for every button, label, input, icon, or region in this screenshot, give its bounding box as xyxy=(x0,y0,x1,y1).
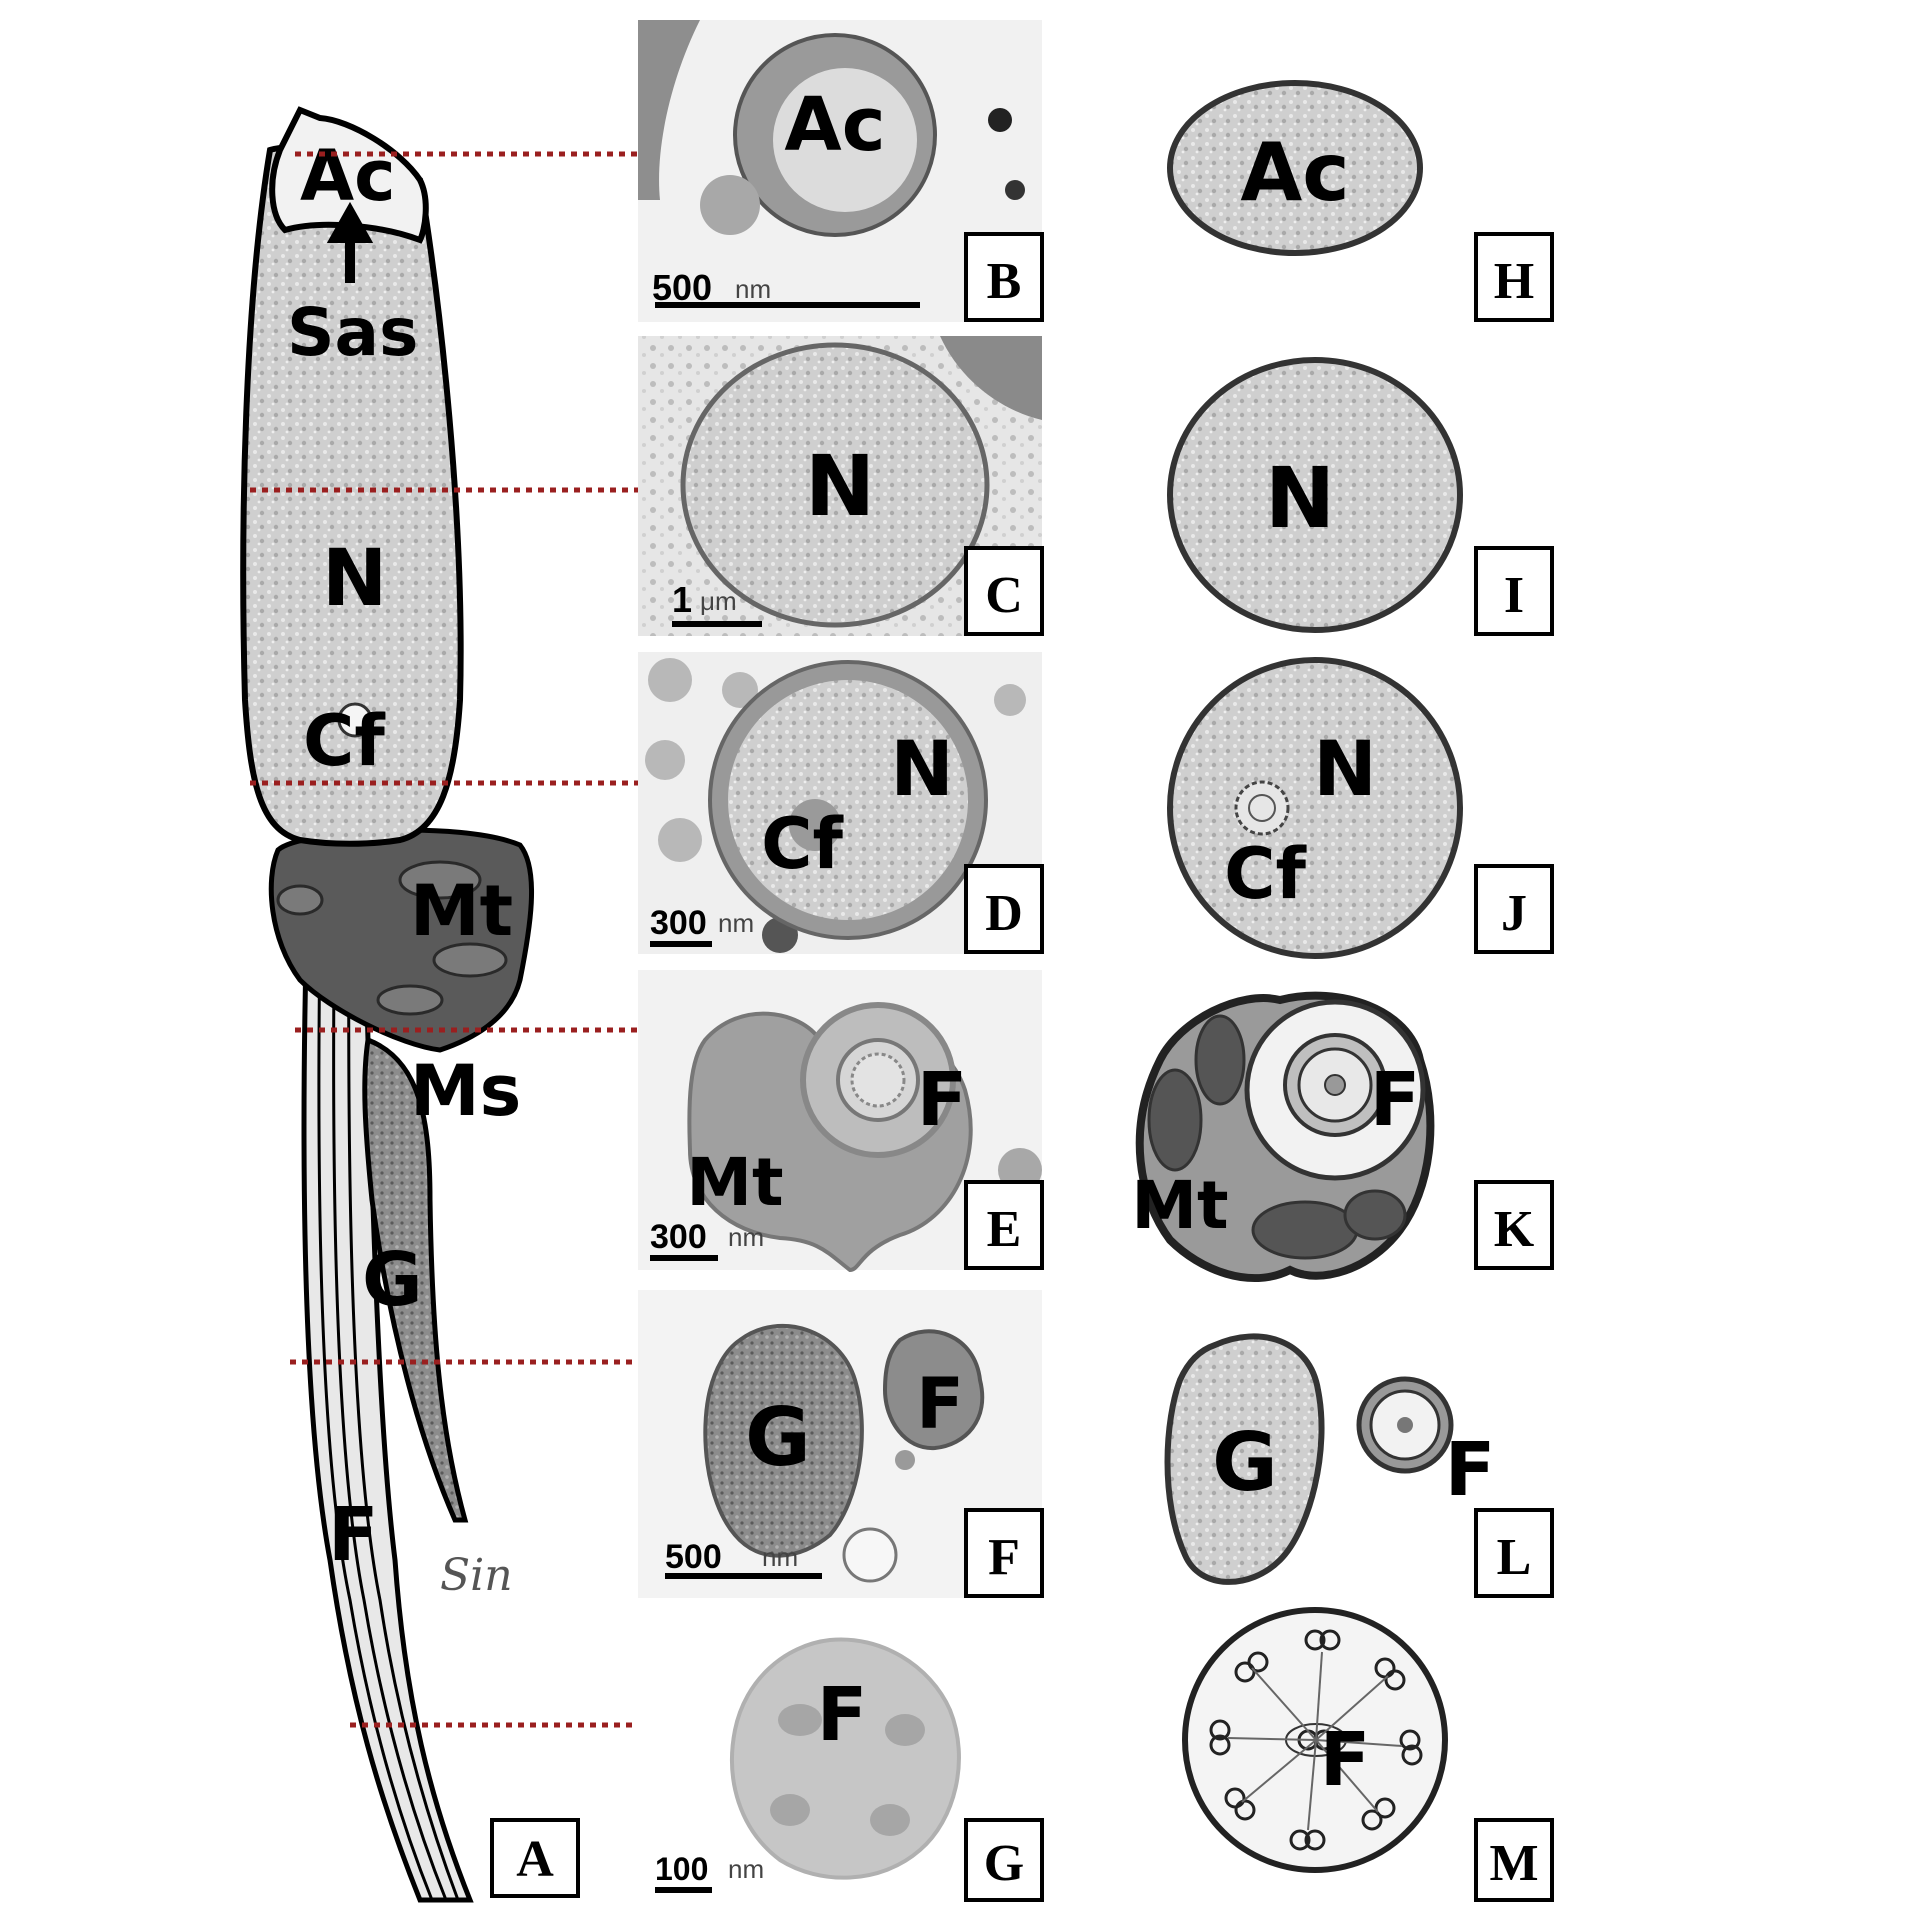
panel-f-tem-principal: G F 500 nm F xyxy=(638,1290,1044,1598)
panel-j-schematic-centriolar: N Cf J xyxy=(1167,657,1554,959)
scale-g-unit: nm xyxy=(728,1854,764,1884)
panel-letter-h: H xyxy=(1494,253,1534,310)
panel-i-schematic-nucleus: N I xyxy=(1167,357,1554,636)
panel-m-schematic-endpiece: F M xyxy=(1182,1607,1554,1902)
axoneme-doublets xyxy=(1209,1629,1423,1851)
label-a-mt: Mt xyxy=(410,870,513,952)
artist-signature: Sin xyxy=(440,1550,513,1601)
label-l-g: G xyxy=(1212,1416,1278,1509)
panel-letter-m: M xyxy=(1489,1835,1538,1892)
scale-e-value: 300 xyxy=(650,1218,707,1256)
panel-k-schematic-midpiece: F Mt K xyxy=(1131,991,1554,1282)
panel-letter-d: D xyxy=(985,885,1023,942)
label-a-f: F xyxy=(328,1492,379,1578)
panel-b-tem-acrosome: Ac 500 nm B xyxy=(638,20,1044,322)
panel-h-schematic-acrosome: Ac H xyxy=(1167,80,1554,322)
label-f-g: G xyxy=(745,1391,811,1484)
panel-letter-a: A xyxy=(516,1831,554,1888)
label-h-ac: Ac xyxy=(1240,126,1349,219)
label-j-n: N xyxy=(1313,724,1377,813)
panel-letter-k: K xyxy=(1494,1201,1535,1258)
label-i-n: N xyxy=(1265,449,1335,547)
panel-a-sperm-drawing: Ac Sas N Cf Mt Ms G F Sin A xyxy=(240,106,580,1903)
label-l-f: F xyxy=(1445,1427,1496,1513)
label-k-f: F xyxy=(1370,1057,1421,1143)
scale-e-unit: nm xyxy=(728,1222,764,1252)
panel-e-tem-midpiece: F Mt 300 nm E xyxy=(638,970,1044,1273)
panel-d-tem-centriolar: N Cf 300 nm D xyxy=(638,652,1044,954)
scale-b-value: 500 xyxy=(652,267,712,308)
level-guide-lines xyxy=(250,151,640,1728)
label-a-ms: Ms xyxy=(410,1050,521,1132)
label-m-f: F xyxy=(1320,1717,1371,1803)
label-d-n: N xyxy=(890,724,954,813)
panel-letter-c: C xyxy=(985,567,1023,624)
sas-arrow-icon xyxy=(326,201,374,283)
scale-c-unit: μm xyxy=(700,586,737,616)
panel-letter-g: G xyxy=(984,1835,1024,1892)
label-a-ac: Ac xyxy=(300,135,396,217)
label-a-cf: Cf xyxy=(303,700,386,782)
label-c-n: N xyxy=(805,437,875,535)
label-f-f: F xyxy=(916,1363,964,1445)
label-e-f: F xyxy=(917,1057,968,1143)
panel-letter-b: B xyxy=(987,253,1022,310)
label-a-n: N xyxy=(322,534,387,624)
label-g-f: F xyxy=(817,1672,868,1758)
label-d-cf: Cf xyxy=(761,803,844,885)
panel-letter-l: L xyxy=(1497,1529,1532,1586)
panel-letter-f: F xyxy=(988,1529,1020,1586)
label-j-cf: Cf xyxy=(1224,833,1307,915)
scale-b-unit: nm xyxy=(735,274,771,304)
label-e-mt: Mt xyxy=(686,1144,783,1221)
scale-g-value: 100 xyxy=(655,1851,708,1887)
scale-d-value: 300 xyxy=(650,904,707,942)
scale-d-unit: nm xyxy=(718,908,754,938)
panel-c-tem-nucleus: N 1 μm C xyxy=(638,336,1044,636)
panel-letter-e: E xyxy=(987,1201,1022,1258)
panel-l-schematic-principal: G F L xyxy=(1164,1333,1554,1598)
glycogen-drawing xyxy=(362,1036,469,1523)
label-k-mt: Mt xyxy=(1131,1167,1228,1244)
panel-letter-i: I xyxy=(1504,567,1524,624)
scale-c-value: 1 xyxy=(672,579,692,620)
scale-f-value: 500 xyxy=(665,1538,722,1576)
label-a-g: G xyxy=(362,1237,423,1323)
label-a-sas: Sas xyxy=(287,294,418,371)
label-b-ac: Ac xyxy=(784,82,885,168)
panel-letter-j: J xyxy=(1501,885,1527,942)
panel-g-tem-endpiece: F 100 nm G xyxy=(638,1618,1044,1904)
scale-f-unit: nm xyxy=(762,1542,798,1572)
acrosome-drawing xyxy=(269,106,429,244)
flagellum-drawing xyxy=(301,817,474,1903)
